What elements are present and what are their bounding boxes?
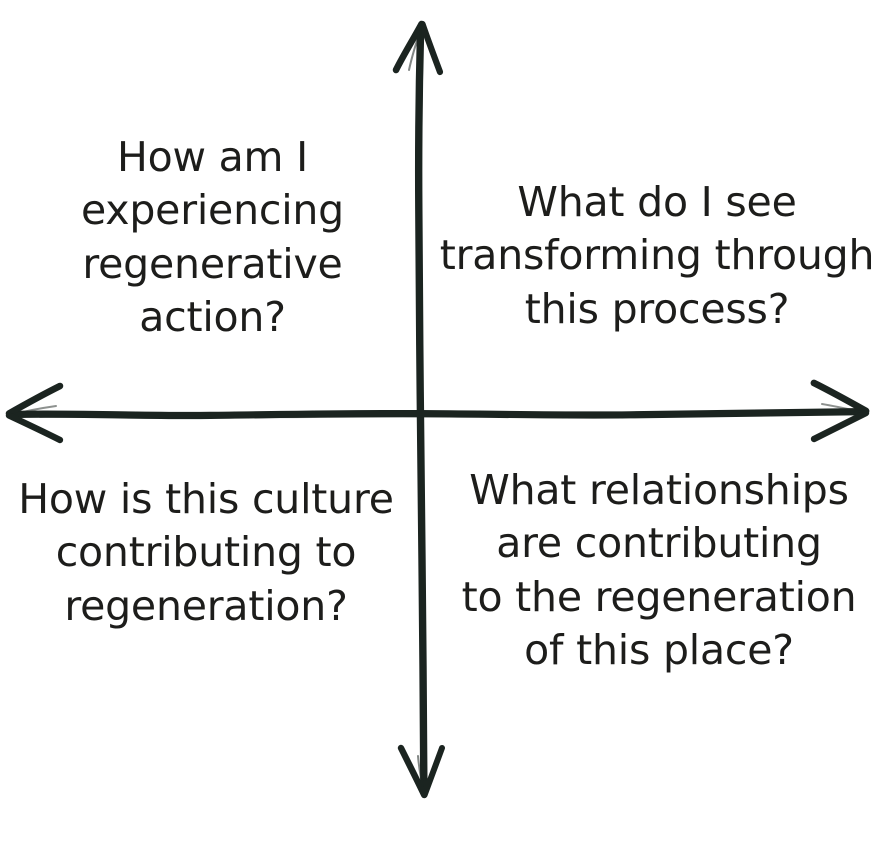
quadrant-text-top-right: What do I see transforming through this … <box>439 178 875 333</box>
left-arrowhead <box>5 382 64 444</box>
down-arrowhead <box>397 744 445 799</box>
quadrant-text-top-left: How am I experiencing regenerative actio… <box>80 133 345 341</box>
up-arrowhead <box>392 20 444 76</box>
right-arrowhead <box>810 379 870 443</box>
quadrant-text-bottom-left: How is this culture contributing to rege… <box>18 475 394 630</box>
horizontal-axis <box>8 408 866 420</box>
quadrant-text-bottom-right: What relationships are contributing to t… <box>461 466 857 674</box>
vertical-axis <box>414 30 428 794</box>
